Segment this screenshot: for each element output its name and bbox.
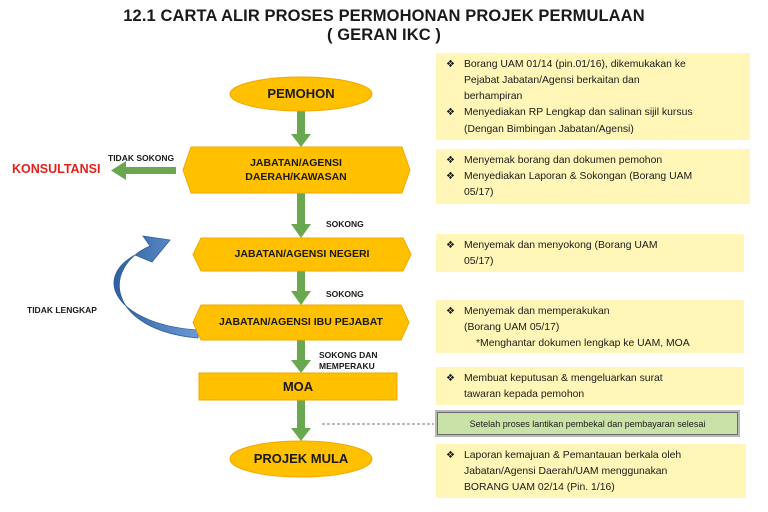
node-jabatan-daerah-line1: JABATAN/AGENSI	[250, 156, 342, 169]
curved-return-arrow	[113, 235, 199, 339]
note-moa: ❖ Membuat keputusan & mengeluarkan surat…	[436, 367, 744, 405]
node-jabatan-negeri	[192, 237, 412, 272]
edge-label-tidak-lengkap: TIDAK LENGKAP	[27, 305, 97, 315]
diamond-bullet-icon: ❖	[446, 240, 455, 251]
edge-label-sokong-dan-line2: MEMPERAKU	[319, 361, 375, 372]
node-moa	[198, 372, 398, 401]
node-pemohon	[229, 76, 373, 112]
arrow-negeri-to-ibupejabat	[291, 271, 311, 305]
chart-subtitle: ( GERAN IKC )	[326, 26, 442, 44]
diamond-bullet-icon: ❖	[446, 155, 455, 166]
note-line: 05/17)	[464, 256, 494, 268]
note-pemohon-item-2: ❖ Menyediakan RP Lengkap dan salinan sij…	[446, 105, 744, 137]
node-projek-mula-label: PROJEK MULA	[253, 451, 349, 467]
arrow-moa-to-projekmula	[291, 400, 311, 441]
note-line: (Dengan Bimbingan Jabatan/Agensi)	[464, 123, 634, 135]
arrow-to-konsultansi	[111, 161, 176, 180]
diamond-bullet-icon: ❖	[446, 450, 455, 461]
note-ibu-pejabat: ❖ Menyemak dan memperakukan (Borang UAM …	[436, 300, 744, 353]
diamond-bullet-icon: ❖	[446, 171, 455, 183]
node-projek-mula	[229, 440, 373, 478]
note-line: Laporan kemajuan & Pemantauan berkala ol…	[464, 450, 682, 461]
node-jabatan-daerah-label: JABATAN/AGENSI DAERAH/KAWASAN	[185, 147, 407, 193]
note-negeri: ❖ Menyemak dan menyokong (Borang UAM 05/…	[436, 234, 744, 272]
node-ibu-pejabat-label: JABATAN/AGENSI IBU PEJABAT	[219, 316, 383, 329]
node-jabatan-daerah	[182, 146, 411, 194]
edge-label-sokong-dan-memperaku: SOKONG DAN MEMPERAKU	[319, 350, 378, 373]
note-negeri-item-1: ❖ Menyemak dan menyokong (Borang UAM 05/…	[446, 238, 738, 270]
note-line: (Borang UAM 05/17)	[464, 322, 560, 334]
node-moa-label: MOA	[282, 378, 314, 394]
note-daerah-item-1: ❖ Menyemak borang dan dokumen pemohon	[446, 153, 744, 169]
note-pemohon: ❖ Borang UAM 01/14 (pin.01/16), dikemuka…	[436, 53, 750, 140]
note-line: tawaran kepada pemohon	[464, 389, 585, 401]
note-line: berhampiran	[464, 91, 523, 103]
diamond-bullet-icon: ❖	[446, 306, 455, 317]
note-ibu-pejabat-item-1: ❖ Menyemak dan memperakukan (Borang UAM …	[446, 304, 738, 336]
note-daerah: ❖ Menyemak borang dan dokumen pemohon ❖ …	[436, 149, 750, 204]
arrow-daerah-to-negeri	[291, 193, 311, 238]
note-line: Menyemak borang dan dokumen pemohon	[464, 155, 663, 166]
note-ibu-pejabat-extra: *Menghantar dokumen lengkap ke UAM, MOA	[476, 338, 690, 350]
edge-label-sokong-2: SOKONG	[326, 289, 364, 299]
diamond-bullet-icon: ❖	[446, 59, 455, 70]
note-line: Menyemak dan memperakukan	[464, 306, 610, 317]
node-ibu-pejabat	[192, 304, 410, 341]
note-line: BORANG UAM 02/14 (Pin. 1/16)	[464, 482, 615, 494]
note-line: Menyediakan Laporan & Sokongan (Borang U…	[464, 171, 693, 183]
note-green-process: Setelah proses lantikan pembekal dan pem…	[437, 412, 738, 435]
note-daerah-item-2: ❖ Menyediakan Laporan & Sokongan (Borang…	[446, 169, 744, 201]
arrow-ibupejabat-to-moa	[291, 340, 311, 373]
diamond-bullet-icon: ❖	[446, 373, 455, 384]
note-line: Menyediakan RP Lengkap dan salinan sijil…	[464, 107, 693, 119]
note-line: Jabatan/Agensi Daerah/UAM menggunakan	[464, 466, 668, 478]
arrow-pemohon-to-daerah	[291, 111, 311, 147]
note-pemohon-item-1: ❖ Borang UAM 01/14 (pin.01/16), dikemuka…	[446, 57, 744, 105]
note-moa-item-1: ❖ Membuat keputusan & mengeluarkan surat…	[446, 371, 738, 403]
node-pemohon-label: PEMOHON	[267, 86, 335, 102]
note-line: Borang UAM 01/14 (pin.01/16), dikemukaka…	[464, 59, 686, 70]
edge-label-sokong-dan-line1: SOKONG DAN	[319, 350, 378, 360]
note-line: Menyemak dan menyokong (Borang UAM	[464, 240, 658, 251]
note-line: Membuat keputusan & mengeluarkan surat	[464, 373, 663, 384]
diamond-bullet-icon: ❖	[446, 107, 455, 119]
note-projek-mula: ❖ Laporan kemajuan & Pemantauan berkala …	[436, 444, 746, 498]
note-line: Pejabat Jabatan/Agensi berkaitan dan	[464, 75, 640, 87]
node-jabatan-negeri-label: JABATAN/AGENSI NEGERI	[234, 248, 370, 261]
chart-title: 12.1 CARTA ALIR PROSES PERMOHONAN PROJEK…	[123, 7, 645, 25]
note-line: 05/17)	[464, 187, 494, 199]
edge-label-sokong-1: SOKONG	[326, 219, 364, 229]
node-jabatan-daerah-line2: DAERAH/KAWASAN	[245, 171, 347, 183]
konsultansi-label: KONSULTANSI	[12, 162, 101, 176]
edge-label-tidak-sokong: TIDAK SOKONG	[108, 153, 175, 163]
note-projek-mula-item-1: ❖ Laporan kemajuan & Pemantauan berkala …	[446, 448, 740, 496]
